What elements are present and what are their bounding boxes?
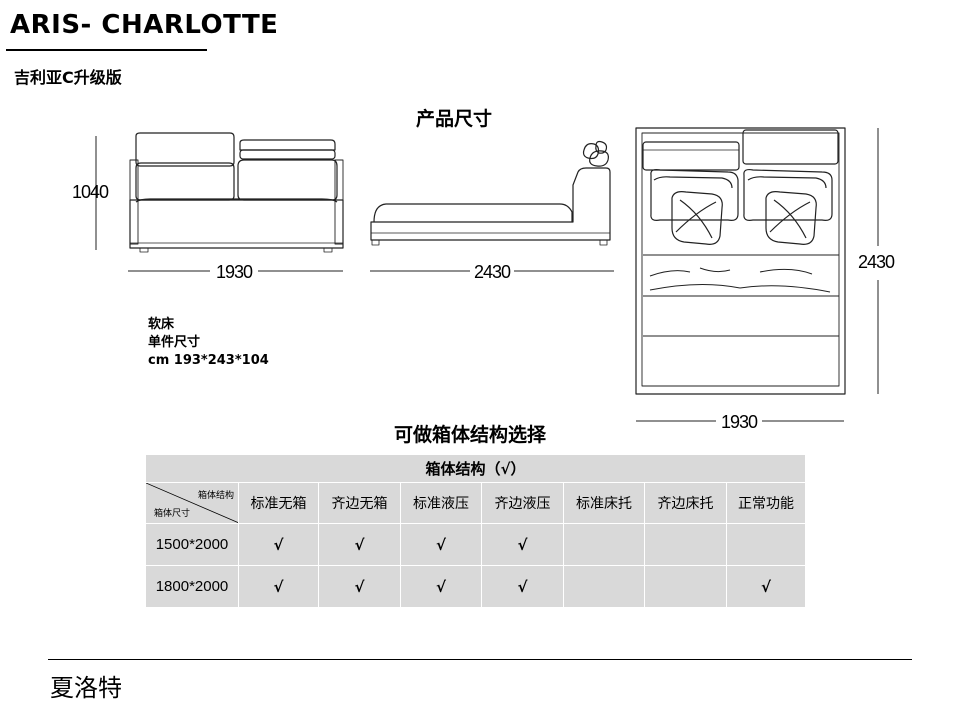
footer-divider	[48, 659, 912, 660]
structure-table: 箱体结构（√） 箱体结构 箱体尺寸 标准无箱 齐边无箱 标准液压 齐边液压 标准…	[144, 454, 807, 608]
table-cell: √	[481, 565, 564, 608]
structure-options-heading: 可做箱体结构选择	[394, 424, 547, 446]
table-cell	[563, 565, 645, 608]
corner-diagonal	[146, 483, 238, 523]
column-header: 齐边液压	[481, 482, 564, 524]
side-view-drawing	[370, 140, 614, 272]
table-cell	[563, 523, 645, 566]
column-header: 齐边床托	[644, 482, 727, 524]
column-header: 标准床托	[563, 482, 645, 524]
table-cell: √	[400, 565, 482, 608]
footer-product-name: 夏洛特	[50, 674, 122, 702]
table-cell	[725, 523, 807, 566]
table-row: 1800*2000 √ √ √ √ √	[145, 565, 807, 608]
unit-size-label: 单件尺寸	[148, 335, 201, 350]
table-cell: √	[725, 565, 807, 608]
front-view-drawing	[95, 132, 344, 272]
row-size-label: 1800*2000	[145, 565, 239, 608]
product-info: 软床 单件尺寸 cm 193*243*104	[148, 316, 269, 370]
table-row: 1500*2000 √ √ √ √	[145, 523, 807, 566]
side-length-label: 2430	[474, 262, 511, 282]
table-cell	[644, 565, 727, 608]
bed-drawings	[95, 127, 879, 422]
row-size-label: 1500*2000	[145, 523, 239, 566]
front-width-label: 1930	[216, 262, 253, 282]
title-underline	[6, 49, 207, 51]
table-corner-header: 箱体结构 箱体尺寸	[145, 482, 239, 524]
top-width-label: 1930	[721, 412, 758, 432]
corner-bottom-label: 箱体尺寸	[154, 509, 191, 519]
column-header: 齐边无箱	[318, 482, 401, 524]
table-cell: √	[481, 523, 564, 566]
column-header: 标准无箱	[238, 482, 319, 524]
top-length-label: 2430	[858, 252, 895, 272]
top-view-drawing	[635, 127, 879, 422]
document-subtitle: 吉利亚C升级版	[14, 68, 122, 87]
document-title: ARIS- CHARLOTTE	[10, 10, 279, 40]
structure-table-container: 箱体结构（√） 箱体结构 箱体尺寸 标准无箱 齐边无箱 标准液压 齐边液压 标准…	[144, 454, 807, 608]
table-cell: √	[318, 523, 401, 566]
table-cell: √	[318, 565, 401, 608]
table-cell: √	[400, 523, 482, 566]
corner-top-label: 箱体结构	[197, 491, 234, 501]
table-cell: √	[238, 523, 319, 566]
column-header: 标准液压	[400, 482, 482, 524]
unit-size-value: cm 193*243*104	[148, 353, 269, 368]
table-cell	[644, 523, 727, 566]
product-type: 软床	[148, 317, 175, 332]
table-caption: 箱体结构（√）	[144, 454, 807, 483]
column-header: 正常功能	[725, 482, 807, 524]
front-height-label: 1040	[72, 182, 109, 202]
product-dimensions-heading: 产品尺寸	[416, 108, 493, 130]
table-cell: √	[238, 565, 319, 608]
